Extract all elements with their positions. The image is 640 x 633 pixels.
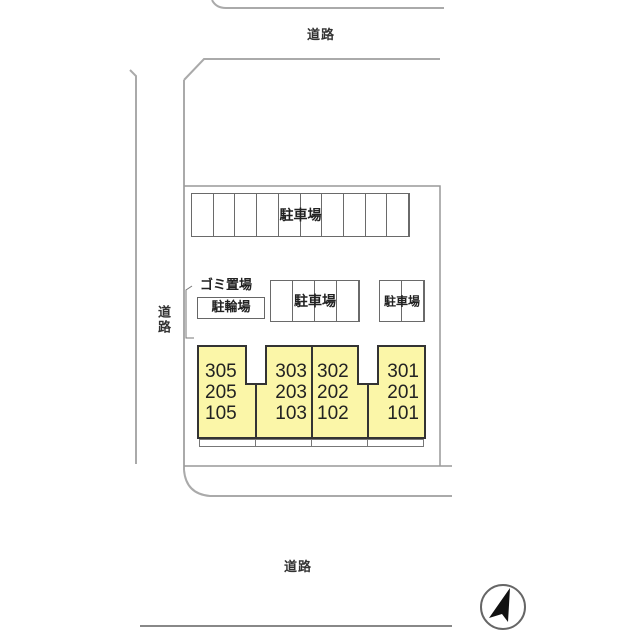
room-number: 303 (275, 360, 307, 382)
parking-space (235, 194, 258, 236)
room-number: 205 (205, 381, 237, 403)
balcony (311, 439, 368, 447)
parking-space (257, 194, 279, 236)
parking-space (380, 281, 402, 321)
room-number: 105 (205, 402, 237, 424)
road-label-north: 道路 (307, 28, 336, 43)
unit-stack-303: 303 203 103 (255, 345, 313, 439)
parking-space (192, 194, 214, 236)
parking-space (322, 194, 344, 236)
room-number: 203 (275, 381, 307, 403)
parking-space (387, 194, 410, 236)
parking-space (315, 281, 337, 321)
parking-top-label: 駐車場 (279, 208, 322, 224)
road-label-west: 道路 (155, 305, 170, 335)
north-arrow-icon (480, 584, 526, 630)
balcony (367, 439, 424, 447)
parking-space (301, 194, 323, 236)
stair-notch (357, 345, 379, 385)
parking-middle-label: 駐車場 (294, 294, 336, 310)
parking-space (402, 281, 424, 321)
parking-top: 駐車場 (191, 193, 410, 237)
parking-space (337, 281, 359, 321)
parking-middle: 駐車場 (270, 280, 360, 322)
parking-space (366, 194, 388, 236)
road-label-south: 道路 (284, 560, 313, 575)
parking-space (293, 281, 315, 321)
room-number: 305 (205, 360, 237, 382)
parking-space (344, 194, 366, 236)
room-number: 102 (317, 402, 349, 424)
parking-space (271, 281, 293, 321)
stair-notch (245, 345, 267, 385)
room-number: 103 (275, 402, 307, 424)
parking-space (214, 194, 236, 236)
balcony (199, 439, 256, 447)
room-number: 301 (387, 360, 419, 382)
parking-right-label: 駐車場 (383, 294, 420, 309)
balcony (255, 439, 312, 447)
room-number: 202 (317, 381, 349, 403)
parking-right: 駐車場 (379, 280, 425, 322)
parking-space (279, 194, 301, 236)
room-number: 201 (387, 381, 419, 403)
garbage-area-label: ゴミ置場 (200, 278, 253, 293)
room-number: 302 (317, 360, 349, 382)
unit-stack-301: 301 201 101 (367, 345, 426, 439)
room-number: 101 (387, 402, 419, 424)
bicycle-parking: 駐輪場 (197, 297, 265, 319)
